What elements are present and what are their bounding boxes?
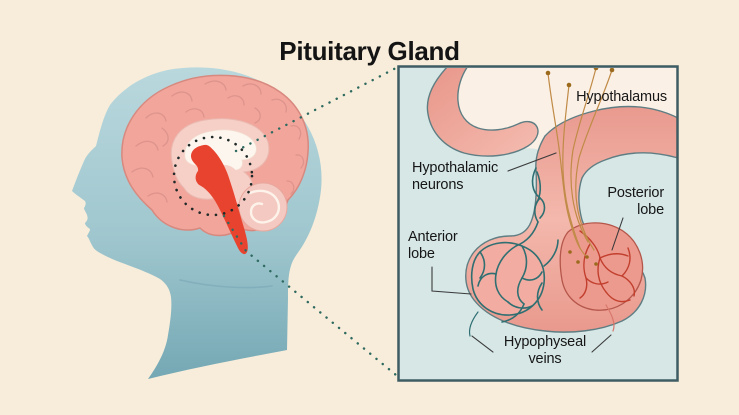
teal-vein-network bbox=[477, 167, 559, 323]
hypophyseal-vein-tail-right bbox=[605, 304, 615, 332]
pointer-posterior-lobe bbox=[611, 217, 624, 251]
zoom-circle bbox=[172, 135, 254, 217]
page-title: Pituitary Gland bbox=[279, 36, 460, 66]
neuron-fibers bbox=[547, 68, 613, 257]
zoom-guide-line-top bbox=[234, 66, 398, 153]
pointer-anterior-lobe bbox=[431, 266, 472, 295]
hypophyseal-vein-tail-left bbox=[468, 311, 479, 337]
inset-anatomy bbox=[426, 68, 677, 337]
cerebellum-swirl bbox=[248, 189, 280, 224]
label-hypothalamic-neurons: Hypothalamic neurons bbox=[412, 160, 499, 193]
inset-box-border bbox=[397, 65, 679, 382]
brain-fold-hook bbox=[426, 68, 539, 157]
cerebellum bbox=[238, 182, 288, 232]
label-anterior-lobe: Anterior lobe bbox=[408, 229, 458, 262]
red-vein-network bbox=[579, 230, 636, 303]
brain-sulci bbox=[131, 80, 305, 210]
pointer-hypophyseal-left bbox=[471, 335, 494, 353]
neuron-cell-bodies bbox=[545, 68, 615, 266]
label-posterior-lobe: Posterior lobe bbox=[607, 185, 664, 218]
pointer-hypophyseal-right bbox=[591, 334, 612, 353]
label-pointer-lines bbox=[431, 152, 624, 353]
pointer-hypothalamic-neurons bbox=[507, 152, 557, 172]
label-hypophyseal-veins: Hypophyseal veins bbox=[503, 334, 587, 367]
label-hypothalamus: Hypothalamus bbox=[576, 89, 667, 105]
head-figure bbox=[72, 67, 322, 379]
pituitary-highlight-red bbox=[190, 144, 248, 255]
zoom-guide-line-bottom bbox=[222, 214, 398, 377]
jaw-line bbox=[179, 279, 273, 289]
